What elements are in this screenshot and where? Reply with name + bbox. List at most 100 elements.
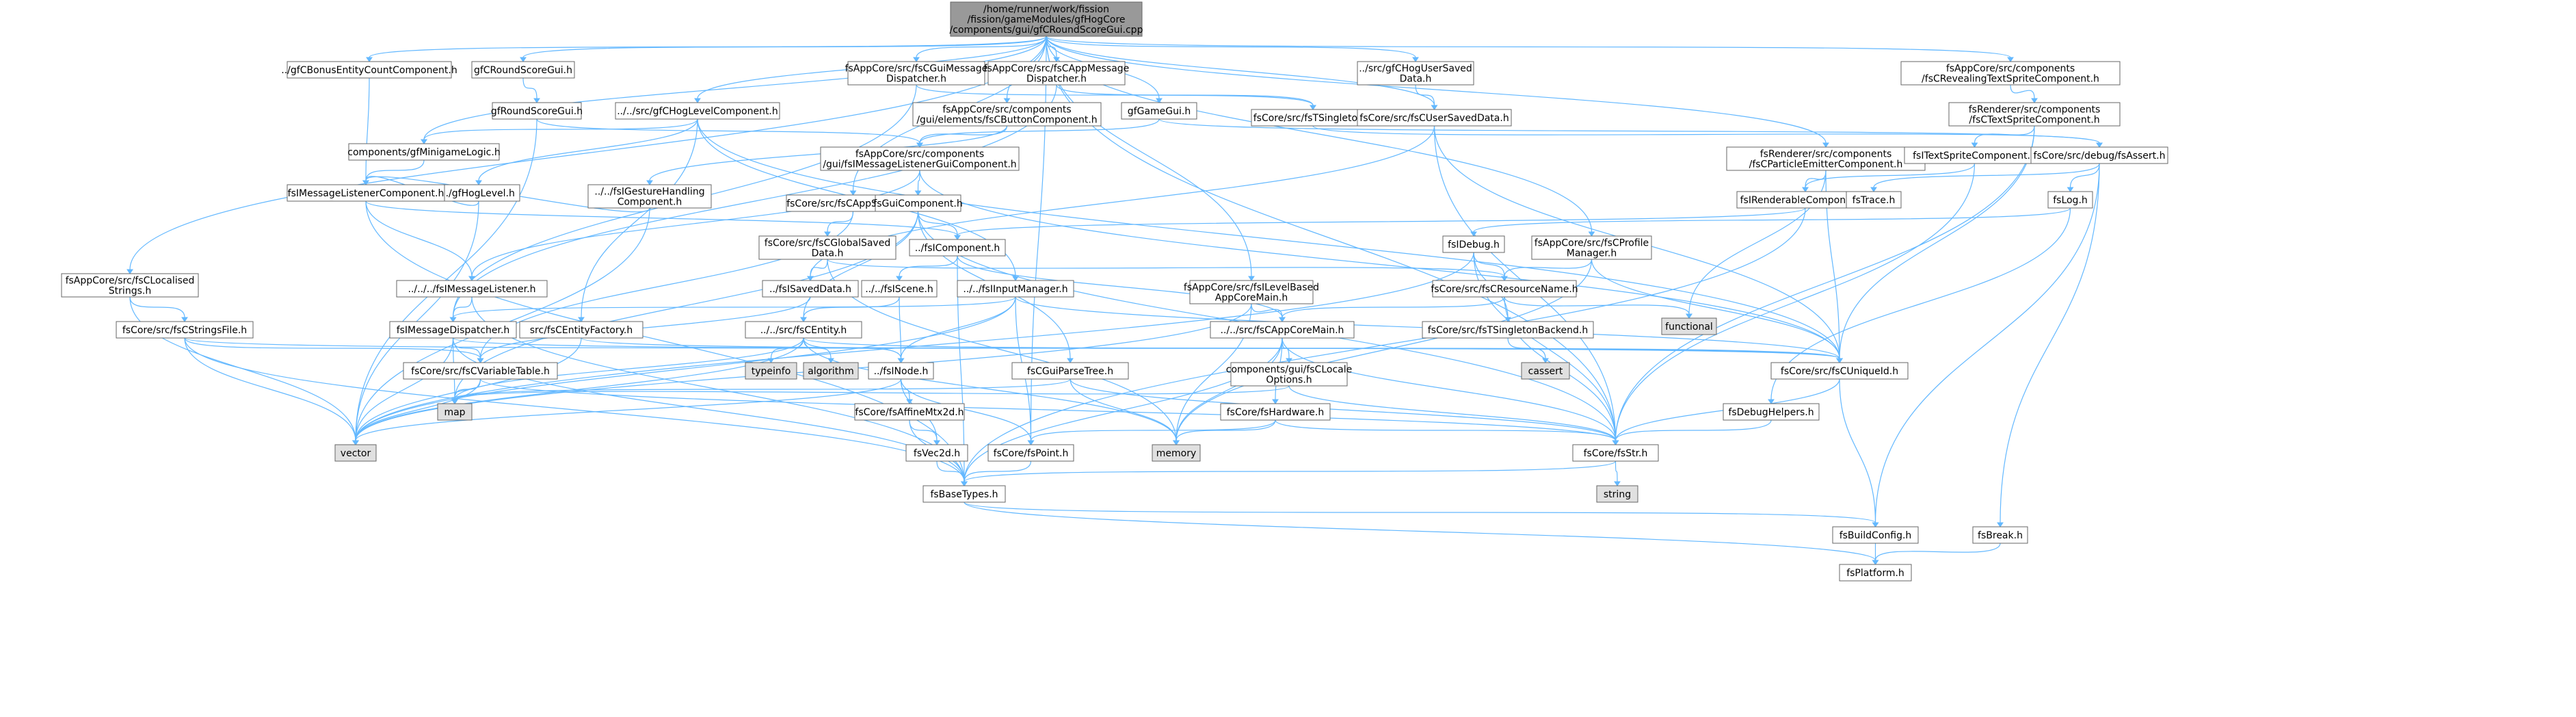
node-gfGameGui[interactable]: gfGameGui.h — [1121, 102, 1197, 120]
node-fsTSingletonBackend[interactable]: fsCore/src/fsTSingletonBackend.h — [1422, 321, 1594, 339]
node-label-gfRoundScoreGui-0: gfRoundScoreGui.h — [491, 106, 583, 117]
node-fsCTextSpriteComponent[interactable]: fsRenderer/src/components/fsCTextSpriteC… — [1948, 102, 2121, 127]
node-fsHardware[interactable]: fsCore/fsHardware.h — [1220, 403, 1331, 421]
node-label-fsGuiComponent-0: fsGuiComponent.h — [873, 198, 962, 209]
edge-fsIMessageListenerGuiComponent-to-fsGuiComponent — [917, 170, 920, 192]
arrowhead-fsCTextSpriteComponent-to-fsTextSpriteComponent — [1971, 142, 1978, 148]
node-fsCVariableTable[interactable]: fsCore/src/fsCVariableTable.h — [403, 362, 558, 380]
node-label-fsTSingleton-0: fsCore/src/fsTSingleton.h — [1253, 113, 1373, 124]
arrowhead-fsHardware-to-fsPoint — [1027, 440, 1035, 445]
node-label-fsIInputManager-0: ../../fsIInputManager.h — [963, 284, 1067, 295]
node-fsAssert[interactable]: fsCore/src/debug/fsAssert.h — [2030, 146, 2168, 164]
node-fsStr[interactable]: fsCore/fsStr.h — [1572, 444, 1659, 462]
arrowhead-fsCAppCoreMain-to-fsCLocaleOptions — [1286, 358, 1292, 363]
node-root[interactable]: /home/runner/work/fission/fission/gameMo… — [950, 1, 1143, 37]
node-fsGuiComponent[interactable]: fsGuiComponent.h — [873, 194, 963, 212]
node-fsCUniqueId[interactable]: fsCore/src/fsCUniqueId.h — [1770, 362, 1909, 380]
node-label-gfCRoundScoreGui-0: gfCRoundScoreGui.h — [474, 65, 572, 76]
arrowhead-fsCLocalisedStrings-to-fsCStringsFile — [181, 317, 188, 322]
node-fsCEntity[interactable]: ../../src/fsCEntity.h — [745, 321, 862, 339]
node-fsCEntityFactory[interactable]: src/fsCEntityFactory.h — [519, 321, 643, 339]
node-box-fsINode — [868, 362, 934, 380]
node-box-gfCBonusEntityCountComponent — [287, 61, 452, 79]
node-fsPoint[interactable]: fsCore/fsPoint.h — [987, 444, 1074, 462]
node-gfCHogLevelComponent[interactable]: ../../src/gfCHogLevelComponent.h — [615, 102, 780, 120]
node-fsTrace[interactable]: fsTrace.h — [1846, 191, 1902, 209]
node-typeinfo[interactable]: typeinfo — [745, 362, 797, 380]
node-box-vector — [334, 444, 377, 462]
node-fsCGuiParseTree[interactable]: fsCGuiParseTree.h — [1011, 362, 1129, 380]
edge-fsCGuiMessageDispatcher-to-fsTSingleton — [916, 84, 1314, 106]
node-box-fsTrace — [1846, 191, 1902, 209]
node-box-gfCRoundScoreGui — [471, 61, 575, 79]
node-label-fsCResourceName-0: fsCore/src/fsCResourceName.h — [1431, 284, 1578, 295]
edge-fsCGlobalSavedData-to-fsISavedData — [810, 259, 828, 277]
node-algorithm[interactable]: algorithm — [803, 362, 859, 380]
node-fsBuildConfig[interactable]: fsBuildConfig.h — [1832, 526, 1919, 544]
node-fsINode[interactable]: ../fsINode.h — [868, 362, 934, 380]
node-fsCResourceName[interactable]: fsCore/src/fsCResourceName.h — [1431, 280, 1578, 298]
node-map[interactable]: map — [437, 403, 473, 421]
node-fsTSingleton[interactable]: fsCore/src/fsTSingleton.h — [1251, 109, 1375, 127]
arrowhead-fsIMessageListenerComponent-to-fsIMessageListener — [468, 276, 475, 281]
node-fsIComponent[interactable]: ../fsIComponent.h — [909, 239, 1006, 257]
arrowhead-fsIMessageListenerGuiComponent-to-fsGuiComponent — [914, 190, 922, 196]
node-string[interactable]: string — [1596, 485, 1638, 503]
node-fsLog[interactable]: fsLog.h — [2047, 191, 2093, 209]
node-vector[interactable]: vector — [334, 444, 377, 462]
node-fsIMessageListener[interactable]: ../../../fsIMessageListener.h — [396, 280, 548, 298]
edge-root-to-gfCRoundScoreGui — [522, 36, 1047, 58]
node-label-fsCVariableTable-0: fsCore/src/fsCVariableTable.h — [411, 366, 550, 377]
node-gfCRoundScoreGui[interactable]: gfCRoundScoreGui.h — [471, 61, 575, 79]
node-fsCUserSavedData[interactable]: fsCore/src/fsCUserSavedData.h — [1357, 109, 1512, 127]
node-fsIMessageListenerComponent[interactable]: fsIMessageListenerComponent.h — [287, 184, 445, 202]
node-functional[interactable]: functional — [1661, 317, 1717, 335]
node-fsIScene[interactable]: ../../fsIScene.h — [861, 280, 938, 298]
node-gfRoundScoreGui[interactable]: gfRoundScoreGui.h — [491, 102, 583, 120]
node-fsVec2d[interactable]: fsVec2d.h — [905, 444, 968, 462]
arrowhead-fsIInputManager-to-fsMessageDispatcher — [449, 317, 457, 322]
node-box-fsVec2d — [905, 444, 968, 462]
node-box-fsILevelBasedAppCoreMain — [1189, 280, 1314, 304]
node-fsPlatform[interactable]: fsPlatform.h — [1839, 564, 1912, 582]
node-fsIDebug[interactable]: fsIDebug.h — [1442, 235, 1505, 253]
node-gfCBonusEntityCountComponent[interactable]: ../gfCBonusEntityCountComponent.h — [281, 61, 457, 79]
node-box-fsCGlobalSavedData — [758, 235, 897, 260]
node-gfMinigameLogic[interactable]: components/gfMinigameLogic.h — [347, 143, 501, 161]
node-box-fsBuildConfig — [1832, 526, 1919, 544]
node-fsDebugHelpers[interactable]: fsDebugHelpers.h — [1723, 403, 1820, 421]
node-fsAffineMtx2d[interactable]: fsCore/fsAffineMtx2d.h — [854, 403, 965, 421]
node-gfHogLevel[interactable]: ../gfHogLevel.h — [437, 184, 520, 202]
edge-gfCHogLevelComponent-to-fsCEntityFactory — [581, 118, 698, 318]
node-fsIInputManager[interactable]: ../../fsIInputManager.h — [957, 280, 1074, 298]
node-fsCRevealingTextSpriteComponent[interactable]: fsAppCore/src/components/fsCRevealingTex… — [1900, 61, 2121, 86]
node-fsMessageDispatcher[interactable]: fsIMessageDispatcher.h — [389, 321, 517, 339]
node-fsTextSpriteComponent[interactable]: fsITextSpriteComponent.h — [1904, 146, 2045, 164]
node-fsCAppCoreMain[interactable]: ../../src/fsCAppCoreMain.h — [1210, 321, 1355, 339]
node-fsISavedData[interactable]: ../fsISavedData.h — [762, 280, 859, 298]
node-fsBreak[interactable]: fsBreak.h — [1972, 526, 2028, 544]
node-box-gfCHogLevelComponent — [615, 102, 780, 120]
node-fsCParticleEmitterComponent[interactable]: fsRenderer/src/components/fsCParticleEmi… — [1726, 146, 1926, 171]
node-cassert[interactable]: cassert — [1521, 362, 1570, 380]
node-fsCButtonComponent[interactable]: fsAppCore/src/components/gui/elements/fs… — [912, 102, 1102, 127]
node-fsBaseTypes[interactable]: fsBaseTypes.h — [922, 485, 1006, 503]
edge-fsIComponent-to-fsIScene — [899, 255, 958, 277]
node-label-typeinfo-0: typeinfo — [752, 366, 791, 377]
node-memory[interactable]: memory — [1152, 444, 1201, 462]
arrowhead-gfCHogLevelComponent-to-gfMinigameLogic — [421, 139, 427, 144]
node-fsIMessageListenerGuiComponent[interactable]: fsAppCore/src/components/gui/fsIMessageL… — [820, 146, 1020, 171]
node-fsCStringsFile[interactable]: fsCore/src/fsCStringsFile.h — [116, 321, 254, 339]
edge-fsCGlobalSavedData-to-fsCResourceName — [827, 259, 1505, 277]
arrowhead-root-to-gfCHogUserSavedData — [1412, 57, 1419, 62]
node-label-fsMessageDispatcher-0: fsIMessageDispatcher.h — [397, 325, 510, 336]
